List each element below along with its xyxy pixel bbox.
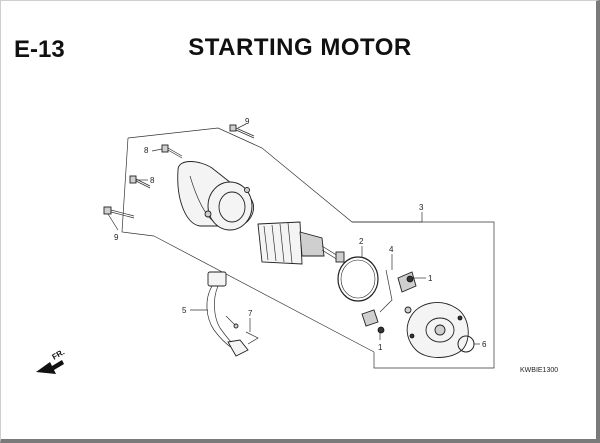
callout-brush-bottom: 1 xyxy=(378,343,383,352)
assembly-outline xyxy=(121,127,495,369)
bolt-9-lower xyxy=(103,206,135,219)
front-arrow-icon xyxy=(36,360,64,374)
motor-housing xyxy=(177,161,254,231)
callout-bolt-9-top: 9 xyxy=(245,117,250,126)
callout-end-seal: 6 xyxy=(482,340,487,349)
callout-brush-top: 1 xyxy=(428,274,433,283)
callout-bolt-8-mid: 8 xyxy=(150,176,155,185)
brush-set xyxy=(361,269,417,334)
diagram-code: KWBIE1300 xyxy=(520,367,558,374)
callout-harness: 5 xyxy=(182,306,187,315)
page-title: STARTING MOTOR xyxy=(188,34,412,61)
o-ring xyxy=(337,256,379,302)
section-code: E-13 xyxy=(14,36,65,63)
callout-o-ring: 2 xyxy=(359,237,364,246)
clip xyxy=(245,331,259,345)
end-plate xyxy=(404,302,469,358)
callout-brush-set: 4 xyxy=(389,245,394,254)
callout-assembly: 3 xyxy=(419,203,424,212)
bolt-8-mid xyxy=(129,175,151,189)
front-label: FR. xyxy=(51,347,67,361)
wire-harness xyxy=(206,271,249,357)
callout-bolt-9-lower: 9 xyxy=(114,233,119,242)
bolt-9-top xyxy=(229,124,255,139)
leader-lines xyxy=(107,123,480,345)
bolt-8-upper xyxy=(161,144,183,159)
callout-bolt-8-upper: 8 xyxy=(144,146,149,155)
armature xyxy=(257,221,345,265)
callout-clip: 7 xyxy=(248,309,253,318)
